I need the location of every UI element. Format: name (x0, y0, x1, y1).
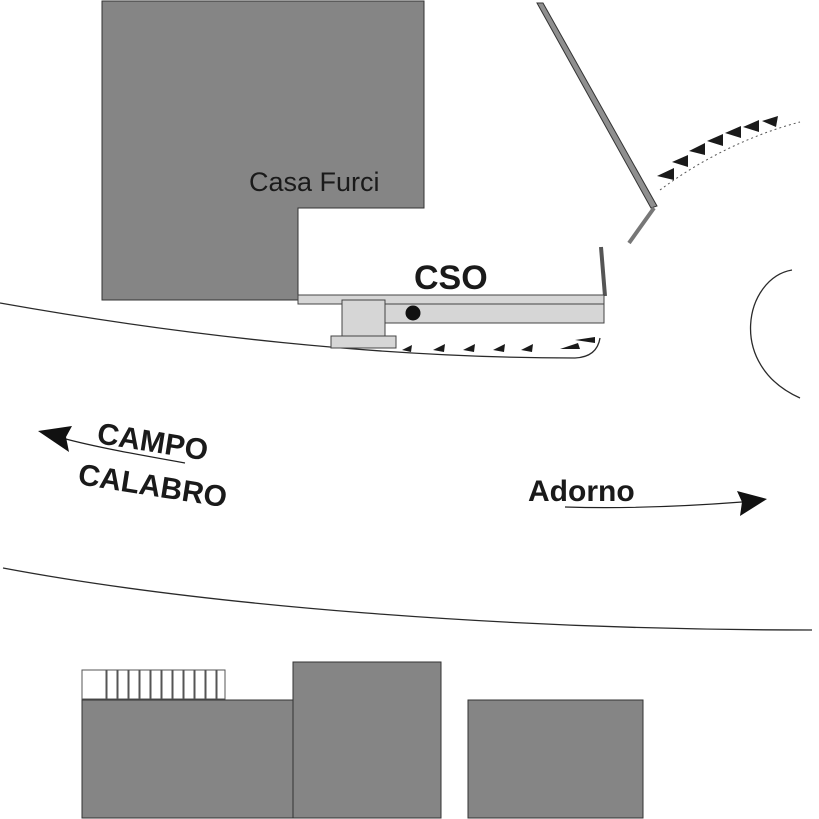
overflow-point-marker (405, 305, 421, 321)
flow-mark (521, 344, 533, 352)
small-unit (161, 669, 173, 700)
wall-stub (627, 206, 656, 245)
cso-label: CSO (414, 259, 488, 297)
flow-mark (657, 168, 674, 180)
casa-furci-label: Casa Furci (249, 167, 380, 197)
diagonal-wall (536, 2, 658, 209)
flow-marks-embankment (657, 116, 778, 180)
flow-mark (743, 120, 759, 132)
small-unit (205, 669, 217, 700)
west-direction-line (61, 437, 186, 464)
calabro-label: CALABRO (76, 458, 229, 514)
flow-mark (463, 344, 475, 352)
small-units-row (81, 669, 226, 700)
road-edge-south (2, 567, 813, 631)
small-unit (106, 669, 118, 700)
small-unit (139, 669, 151, 700)
flow-mark (575, 337, 595, 343)
small-unit (150, 669, 162, 700)
wall-post (599, 246, 607, 297)
small-unit (216, 669, 226, 700)
flow-mark (672, 155, 688, 167)
small-unit (172, 669, 184, 700)
small-unit (194, 669, 206, 700)
flow-mark (493, 344, 505, 352)
arrow-right-icon (737, 491, 767, 516)
flow-mark (707, 134, 723, 146)
arrow-left-icon (38, 426, 72, 452)
flow-mark (402, 345, 412, 352)
casa-furci-building (101, 0, 425, 301)
flow-mark (560, 343, 580, 349)
building-bottom-center (292, 661, 442, 819)
flow-mark (689, 143, 705, 155)
road-edge-north (0, 302, 601, 359)
small-unit (183, 669, 195, 700)
flow-mark (762, 116, 778, 127)
building-bottom-right (467, 699, 644, 819)
flow-mark (725, 126, 741, 138)
flow-marks-channel (402, 337, 595, 352)
building-bottom-left (81, 699, 295, 819)
east-direction-line (564, 501, 743, 509)
chamber-base (330, 335, 397, 349)
small-unit (117, 669, 129, 700)
small-unit (81, 669, 107, 700)
chamber-box (341, 299, 386, 337)
campo-label: CAMPO (95, 417, 210, 467)
adorno-label: Adorno (528, 475, 635, 508)
roundabout-edge (749, 269, 801, 399)
flow-mark (433, 344, 445, 352)
small-unit (128, 669, 140, 700)
